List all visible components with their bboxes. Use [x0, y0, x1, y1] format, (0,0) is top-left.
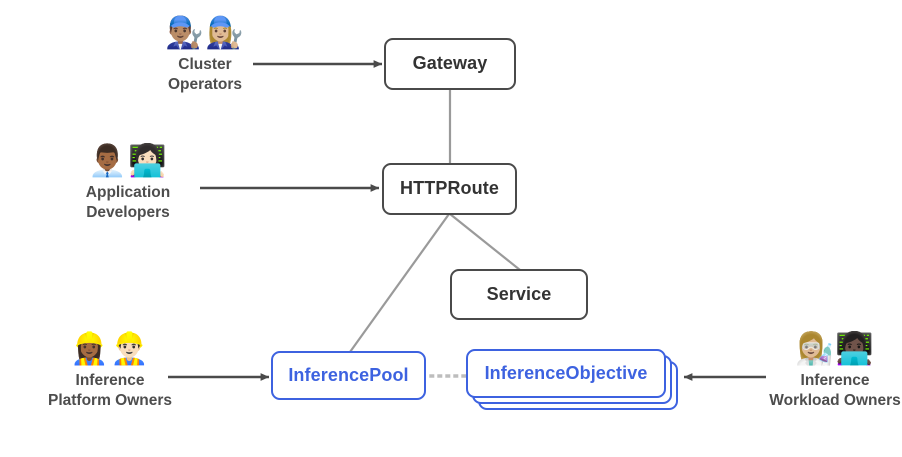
node-inferencepool[interactable]: InferencePool [271, 351, 426, 400]
persona-application-developers: 👨🏾‍💼👩🏻‍💻 Application Developers [28, 146, 228, 223]
node-inferenceobjective-stack[interactable]: InferenceObjective [466, 349, 680, 410]
cluster-operators-label: Cluster Operators [167, 56, 243, 93]
persona-inference-workload-owners: 👩🏼‍🔬👩🏿‍💻 Inference Workload Owners [735, 334, 902, 411]
cluster-operators-avatar-icon: 👨🏽‍🔧👩🏼‍🔧 [165, 15, 245, 51]
edge-httproute-inferencepool [349, 213, 450, 353]
edge-httproute-service [449, 213, 521, 271]
node-inferenceobjective[interactable]: InferenceObjective [466, 349, 666, 398]
node-service-label: Service [486, 283, 552, 304]
persona-cluster-operators: 👨🏽‍🔧👩🏼‍🔧 Cluster Operators [105, 18, 305, 95]
application-developers-avatar-icon: 👨🏾‍💼👩🏻‍💻 [88, 143, 168, 179]
persona-inference-platform-owners: 👷🏾‍♀️👷🏻‍♂️ Inference Platform Owners [10, 334, 210, 411]
inference-workload-owners-label: Inference Workload Owners [769, 372, 901, 409]
node-httproute[interactable]: HTTPRoute [382, 163, 517, 215]
application-developers-label: Application Developers [85, 184, 171, 221]
node-inferenceobjective-label: InferenceObjective [484, 362, 648, 383]
node-service[interactable]: Service [450, 269, 588, 320]
node-gateway[interactable]: Gateway [384, 38, 516, 90]
node-gateway-label: Gateway [412, 53, 488, 74]
inference-platform-owners-avatar-icon: 👷🏾‍♀️👷🏻‍♂️ [70, 331, 150, 367]
inference-workload-owners-avatar-icon: 👩🏼‍🔬👩🏿‍💻 [795, 331, 875, 367]
node-httproute-label: HTTPRoute [400, 178, 499, 199]
inference-platform-owners-label: Inference Platform Owners [47, 372, 173, 409]
node-inferencepool-label: InferencePool [288, 364, 409, 385]
